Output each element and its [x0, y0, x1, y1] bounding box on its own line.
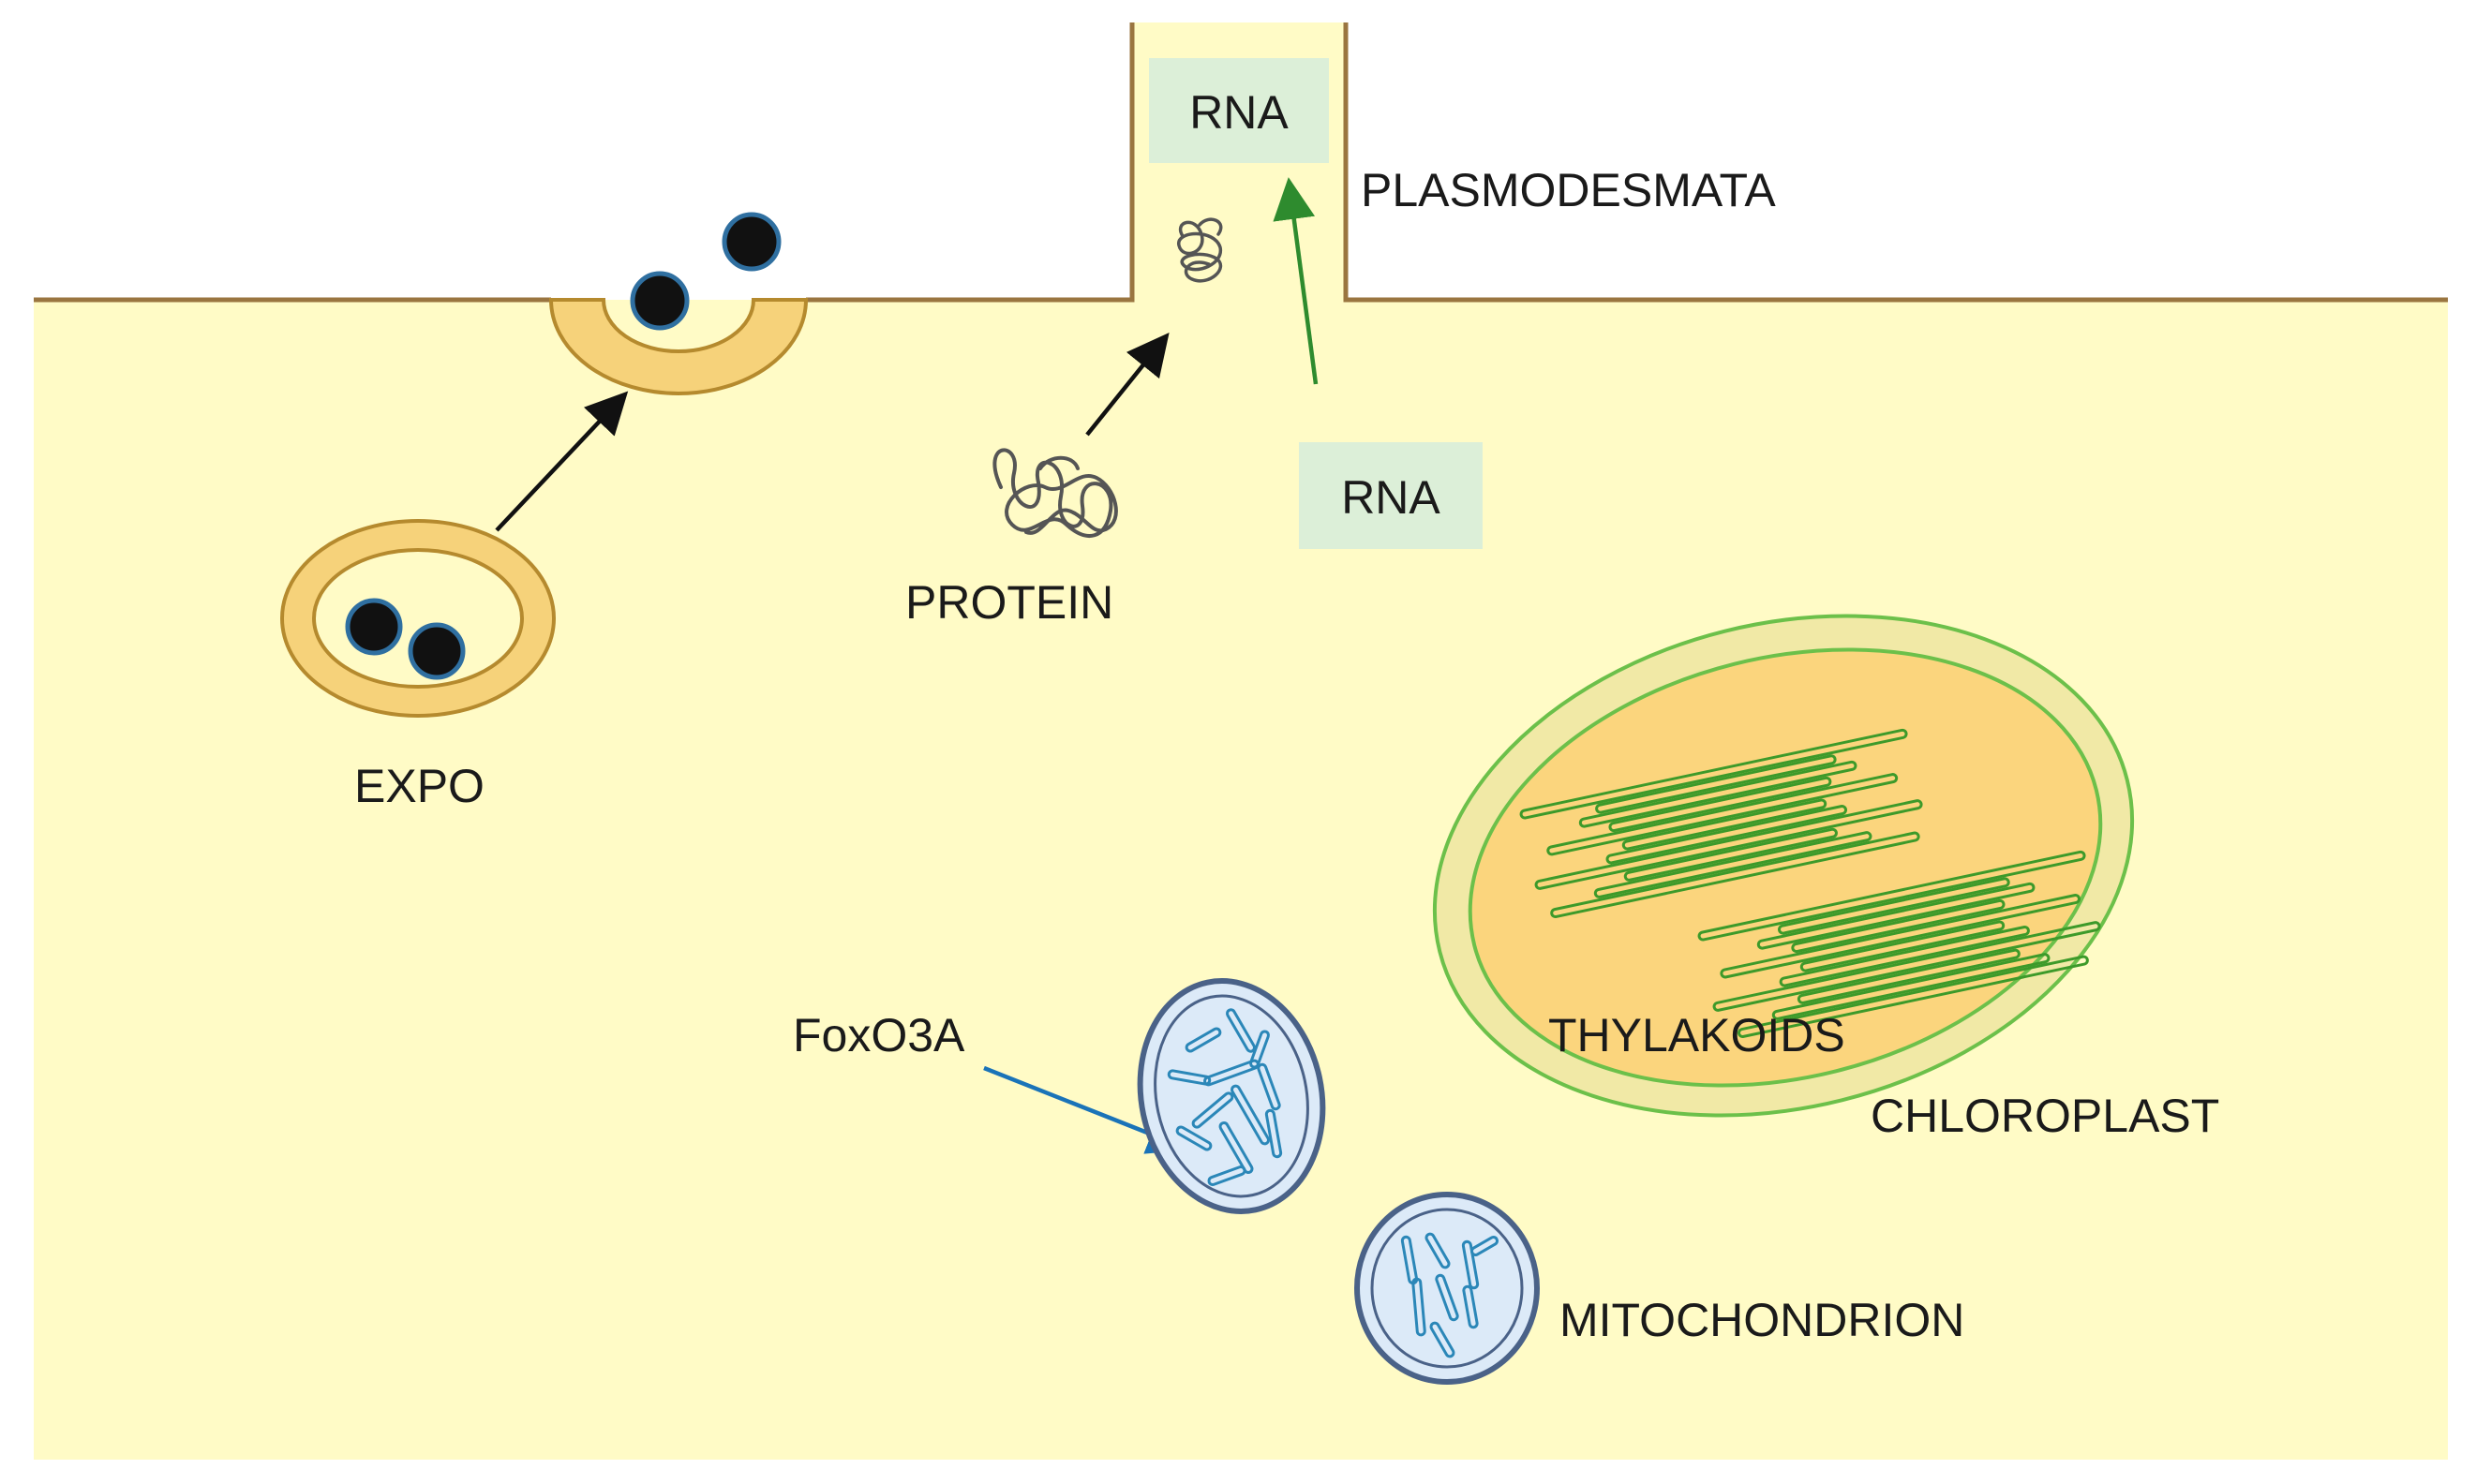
rna-box-cytoplasm — [1299, 442, 1483, 549]
thylakoid-disc — [1546, 773, 1899, 856]
exosome-particle — [722, 212, 782, 272]
thylakoid-disc — [1697, 850, 2086, 942]
membrane-vesicle-pocket — [548, 298, 809, 395]
crista — [1462, 1284, 1479, 1329]
exosome-particle — [408, 622, 466, 680]
crista — [1191, 1091, 1234, 1129]
rna-box-plasmodesmata — [1149, 58, 1329, 163]
crista — [1207, 1165, 1246, 1186]
chloroplast-label: CHLOROPLAST — [1871, 1090, 2219, 1142]
crista — [1226, 1008, 1256, 1053]
rna-label-plasmodesmata: RNA — [1189, 86, 1289, 139]
crista — [1264, 1108, 1283, 1159]
thylakoid-disc — [1623, 827, 1838, 882]
thylakoid-disc — [1720, 894, 2081, 979]
exosome-particle — [345, 598, 403, 656]
thylakoid-disc — [1712, 921, 2101, 1012]
exosome-particle — [630, 271, 690, 331]
thylakoid-disc — [1519, 728, 1908, 820]
protein-transport-arrow — [1085, 332, 1170, 437]
protein-strand — [992, 448, 1118, 538]
crista — [1249, 1030, 1270, 1069]
crista — [1175, 1125, 1213, 1151]
crista — [1167, 1069, 1212, 1086]
mitochondrion-upper — [1137, 978, 1326, 1214]
chloroplast — [1432, 614, 2135, 1118]
rna-transport-arrow — [1273, 177, 1319, 385]
thylakoid-disc — [1608, 776, 1832, 833]
crista — [1435, 1273, 1459, 1322]
thylakoid-disc — [1595, 754, 1837, 814]
thylakoid-disc — [1605, 805, 1848, 865]
plasmodesmata-label: PLASMODESMATA — [1361, 164, 1776, 216]
thylakoid-disc — [1777, 877, 2010, 935]
crista — [1185, 1027, 1222, 1053]
mitochondrion-lower — [1354, 1192, 1540, 1385]
crista — [1231, 1084, 1270, 1146]
thylakoid-grana — [1519, 728, 2101, 1038]
expo-vesicle — [280, 519, 556, 718]
thylakoid-disc — [1797, 948, 2021, 1004]
expo-label: EXPO — [354, 760, 485, 812]
crista — [1429, 1321, 1455, 1358]
crista — [1218, 1120, 1254, 1175]
mitochondrion-cristae — [1400, 1232, 1499, 1358]
rna-label-cytoplasm: RNA — [1341, 471, 1440, 524]
protein-label: PROTEIN — [905, 576, 1113, 629]
thylakoid-disc — [1779, 926, 2030, 987]
mitochondrion-cristae — [1167, 1008, 1283, 1186]
thylakoid-disc — [1737, 955, 2089, 1038]
mitochondrion-label: MITOCHONDRION — [1559, 1294, 1964, 1346]
thylakoid-disc — [1593, 831, 1872, 898]
thylakoid-disc — [1534, 799, 1923, 890]
crista — [1257, 1062, 1281, 1111]
crista — [1461, 1239, 1480, 1290]
plasma-membrane — [34, 22, 2448, 303]
thylakoid-disc — [1791, 898, 2006, 954]
thylakoid-disc — [1771, 953, 2051, 1020]
thylakoid-disc — [1799, 920, 2006, 972]
thylakoid-disc — [1621, 798, 1827, 851]
protein-strand-small — [1177, 217, 1223, 283]
crista — [1424, 1232, 1451, 1269]
expo-secretion-arrow — [495, 391, 629, 532]
crista — [1411, 1277, 1426, 1337]
thylakoids-label: THYLAKOIDS — [1548, 1009, 1845, 1061]
foxo3a-label: FoxO3A — [793, 1009, 965, 1061]
thylakoid-disc — [1756, 882, 2036, 950]
crista — [1203, 1059, 1260, 1087]
thylakoid-disc — [1578, 760, 1857, 828]
crista — [1469, 1236, 1499, 1256]
thylakoid-disc — [1550, 831, 1920, 919]
